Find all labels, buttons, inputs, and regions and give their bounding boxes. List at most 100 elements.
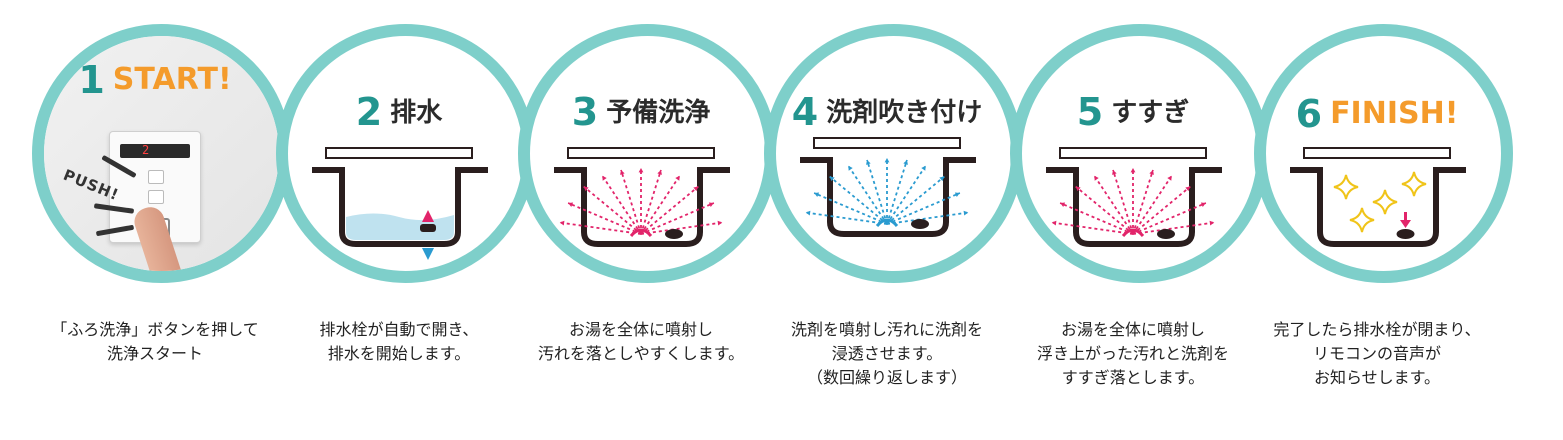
drain-up-arrow-icon bbox=[422, 210, 434, 222]
spray-line bbox=[813, 192, 888, 225]
step-4-description: 洗剤を噴射し汚れに洗剤を 浸透させます。 （数回繰り返します） bbox=[752, 318, 1022, 390]
description-line: お湯を全体に噴射し bbox=[1060, 320, 1205, 339]
spray-line bbox=[886, 159, 908, 225]
nozzle-icon bbox=[875, 218, 899, 228]
spray-arrowhead bbox=[829, 176, 835, 182]
spray-arrowhead bbox=[921, 165, 926, 171]
spray-arrowhead bbox=[848, 165, 853, 171]
spray-line bbox=[583, 185, 642, 235]
spray-arrowhead bbox=[903, 159, 908, 165]
spray-arrowhead bbox=[1130, 168, 1136, 173]
step-3-description: お湯を全体に噴射し 汚れを落としやすくします。 bbox=[506, 318, 776, 366]
spray-line bbox=[847, 165, 888, 225]
spray-line bbox=[886, 175, 945, 225]
spray-arrowhead bbox=[583, 186, 589, 192]
bathtub-icon bbox=[554, 167, 730, 247]
spray-arrowhead bbox=[708, 202, 714, 207]
spray-arrowhead bbox=[568, 202, 574, 207]
spray-arrowhead bbox=[1149, 169, 1154, 175]
description-line: すすぎ落とします。 bbox=[1061, 368, 1205, 387]
rinse-spray-icon bbox=[1051, 168, 1215, 238]
drain-plug-icon bbox=[911, 219, 929, 229]
spray-arrowhead bbox=[675, 175, 680, 181]
spray-line bbox=[1112, 169, 1134, 235]
detergent-spray-icon bbox=[805, 158, 969, 228]
nozzle-icon bbox=[629, 228, 653, 238]
spray-arrowhead bbox=[638, 168, 644, 173]
description-line: 洗浄スタート bbox=[106, 344, 203, 363]
description-line: （数回繰り返します） bbox=[806, 368, 967, 387]
description-line: 浸透させます。 bbox=[831, 344, 943, 363]
spray-arrowhead bbox=[1167, 175, 1172, 181]
bathtub-icon bbox=[1290, 167, 1466, 247]
description-line: お湯を全体に噴射し bbox=[568, 320, 713, 339]
step-number: 3 bbox=[571, 90, 599, 134]
spray-arrowhead bbox=[866, 159, 871, 165]
spray-line bbox=[1132, 221, 1215, 235]
spray-arrowhead bbox=[1112, 169, 1117, 175]
step-number: 4 bbox=[791, 90, 819, 134]
remote-display: 2 bbox=[120, 143, 190, 158]
spray-line bbox=[640, 169, 662, 235]
step-6-description: 完了したら排水栓が閉まり、 リモコンの音声が お知らせします。 bbox=[1242, 318, 1512, 390]
bathtub-lid bbox=[1059, 147, 1207, 159]
spray-arrowhead bbox=[1060, 202, 1066, 207]
spray-line bbox=[1132, 169, 1154, 235]
sparkle-icon bbox=[1372, 189, 1398, 215]
spray-line bbox=[805, 211, 888, 225]
drain-down-arrow-icon bbox=[422, 248, 434, 260]
bathtub-icon bbox=[1046, 167, 1222, 247]
spray-line bbox=[886, 211, 969, 225]
drain-plug-icon bbox=[1396, 229, 1415, 239]
description-line: お知らせします。 bbox=[1313, 368, 1441, 387]
rinse-illustration bbox=[1046, 147, 1222, 247]
description-line: リモコンの音声が bbox=[1312, 344, 1441, 363]
drain-close-arrow-icon bbox=[1400, 220, 1411, 228]
step-2-description: 排水栓が自動で開き、 排水を開始します。 bbox=[264, 318, 534, 366]
description-line: 排水栓が自動で開き、 bbox=[319, 320, 479, 339]
step-number: 5 bbox=[1076, 90, 1104, 134]
water-icon bbox=[346, 213, 454, 240]
spray-arrowhead bbox=[1200, 202, 1206, 207]
sparkle-icon bbox=[1333, 174, 1359, 200]
drain-plug-icon bbox=[420, 224, 436, 232]
spray-line bbox=[1132, 185, 1191, 235]
spray-line bbox=[640, 175, 681, 235]
drain-plug-icon bbox=[1157, 229, 1175, 239]
bathtub-lid bbox=[1303, 147, 1451, 159]
spray-arrowhead bbox=[1075, 186, 1081, 192]
bathtub-lid bbox=[567, 147, 715, 159]
spray-arrowhead bbox=[884, 158, 890, 163]
spray-arrowhead bbox=[1209, 220, 1215, 226]
spray-arrowhead bbox=[657, 169, 662, 175]
detergent-spray-illustration bbox=[800, 137, 976, 237]
nozzle-icon bbox=[1121, 228, 1145, 238]
spray-line bbox=[1075, 185, 1134, 235]
spray-line bbox=[559, 221, 642, 235]
drain-close-arrow-icon bbox=[1404, 212, 1407, 220]
spray-line bbox=[1132, 202, 1207, 235]
spray-line bbox=[886, 192, 961, 225]
spray-arrowhead bbox=[805, 210, 811, 216]
description-line: 排水を開始します。 bbox=[327, 344, 471, 363]
step-number: 6 bbox=[1295, 92, 1323, 136]
drain-illustration bbox=[312, 147, 488, 260]
description-line: 浮き上がった汚れと洗剤を bbox=[1036, 344, 1229, 363]
bathtub-lid bbox=[813, 137, 961, 149]
description-line: 汚れを落としやすくします。 bbox=[537, 344, 745, 363]
spray-line bbox=[640, 202, 715, 235]
spray-line bbox=[620, 169, 642, 235]
finish-illustration bbox=[1290, 147, 1466, 247]
spray-arrowhead bbox=[602, 175, 607, 181]
spray-line bbox=[1059, 202, 1134, 235]
spray-arrowhead bbox=[939, 176, 945, 182]
step-number: 2 bbox=[355, 90, 383, 134]
drain-plug-icon bbox=[665, 229, 683, 239]
spray-arrowhead bbox=[1051, 220, 1057, 226]
